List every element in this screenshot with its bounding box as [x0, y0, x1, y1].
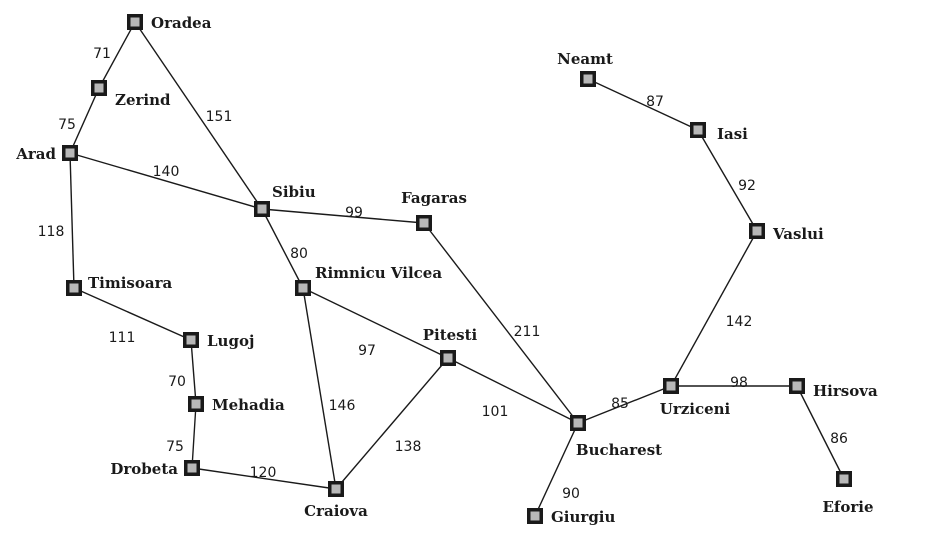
road-sibiu-rimnicu: [261, 208, 304, 289]
distance-label-arad-sibiu: 140: [153, 164, 180, 180]
road-edges: [69, 21, 845, 517]
city-label-pitesti: Pitesti: [423, 326, 478, 344]
distance-label-fagaras-bucharest: 211: [514, 324, 541, 340]
city-label-mehadia: Mehadia: [212, 396, 285, 414]
distance-label-oradea-zerind: 71: [93, 46, 111, 62]
road-oradea-zerind: [98, 21, 136, 89]
city-label-sibiu: Sibiu: [272, 183, 316, 201]
distance-label-drobeta-craiova: 120: [250, 465, 277, 481]
city-label-timisoara: Timisoara: [88, 274, 173, 292]
road-bucharest-urziceni: [577, 385, 672, 424]
city-node-eforie: [836, 471, 852, 487]
road-drobeta-craiova: [191, 467, 337, 490]
city-label-arad: Arad: [15, 145, 56, 163]
distance-label-lugoj-mehadia: 70: [168, 374, 186, 390]
road-urziceni-vaslui: [670, 230, 758, 387]
distance-labels: 71 75 151 140 118 99 80 111 70 75 120 97 146 138 101 21…: [38, 46, 848, 502]
road-oradea-sibiu: [134, 21, 263, 210]
road-rimnicu-pitesti: [302, 287, 449, 359]
city-label-rimnicu: Rimnicu Vilcea: [315, 264, 442, 282]
distance-label-rimnicu-craiova: 146: [329, 398, 356, 414]
distance-label-arad-timisoara: 118: [38, 224, 65, 240]
distance-label-sibiu-rimnicu: 80: [290, 246, 308, 262]
city-node-iasi: [690, 122, 706, 138]
road-craiova-pitesti: [335, 357, 449, 490]
road-pitesti-bucharest: [447, 357, 579, 424]
city-label-craiova: Craiova: [304, 502, 368, 520]
city-label-neamt: Neamt: [557, 50, 613, 68]
distance-label-zerind-arad: 75: [58, 117, 76, 133]
city-label-oradea: Oradea: [151, 14, 212, 32]
road-fagaras-bucharest: [423, 222, 579, 424]
distance-label-urziceni-vaslui: 142: [726, 314, 753, 330]
city-node-arad: [62, 145, 78, 161]
distance-label-bucharest-giurgiu: 90: [562, 486, 580, 502]
city-node-sibiu: [254, 201, 270, 217]
distance-label-hirsova-eforie: 86: [830, 431, 848, 447]
distance-label-rimnicu-pitesti: 97: [358, 343, 376, 359]
distance-label-urziceni-hirsova: 98: [730, 375, 748, 391]
road-timisoara-lugoj: [73, 287, 192, 341]
road-arad-sibiu: [69, 152, 263, 210]
city-label-drobeta: Drobeta: [110, 460, 178, 478]
distance-label-pitesti-bucharest: 101: [482, 404, 509, 420]
city-node-urziceni: [663, 378, 679, 394]
road-lugoj-mehadia: [190, 339, 197, 405]
city-node-drobeta: [184, 460, 200, 476]
road-vaslui-iasi: [697, 129, 758, 232]
road-mehadia-drobeta: [191, 403, 197, 469]
road-bucharest-giurgiu: [534, 422, 579, 517]
city-label-zerind: Zerind: [115, 91, 171, 109]
city-label-urziceni: Urziceni: [660, 400, 731, 418]
distance-label-craiova-pitesti: 138: [395, 439, 422, 455]
city-node-craiova: [328, 481, 344, 497]
road-sibiu-fagaras: [261, 208, 425, 224]
road-rimnicu-craiova: [302, 287, 337, 490]
city-node-fagaras: [416, 215, 432, 231]
city-node-lugoj: [183, 332, 199, 348]
city-node-bucharest: [570, 415, 586, 431]
city-node-hirsova: [789, 378, 805, 394]
city-node-zerind: [91, 80, 107, 96]
city-label-giurgiu: Giurgiu: [551, 508, 616, 526]
city-node-giurgiu: [527, 508, 543, 524]
city-label-fagaras: Fagaras: [401, 189, 467, 207]
road-iasi-neamt: [587, 78, 699, 131]
road-zerind-arad: [69, 87, 100, 154]
city-nodes: [62, 14, 852, 524]
city-node-neamt: [580, 71, 596, 87]
road-hirsova-eforie: [796, 385, 845, 480]
distance-label-bucharest-urziceni: 85: [611, 396, 629, 412]
city-label-eforie: Eforie: [822, 498, 873, 516]
city-node-rimnicu: [295, 280, 311, 296]
distance-label-vaslui-iasi: 92: [738, 178, 756, 194]
distance-label-mehadia-drobeta: 75: [166, 439, 184, 455]
city-node-vaslui: [749, 223, 765, 239]
city-label-iasi: Iasi: [717, 125, 748, 143]
city-label-lugoj: Lugoj: [207, 332, 254, 350]
city-node-timisoara: [66, 280, 82, 296]
city-label-hirsova: Hirsova: [813, 382, 878, 400]
city-node-pitesti: [440, 350, 456, 366]
distance-label-iasi-neamt: 87: [646, 94, 664, 110]
city-label-vaslui: Vaslui: [772, 225, 824, 243]
distance-label-sibiu-fagaras: 99: [345, 205, 363, 221]
distance-label-oradea-sibiu: 151: [206, 109, 233, 125]
city-node-oradea: [127, 14, 143, 30]
road-arad-timisoara: [69, 152, 75, 289]
distance-label-timisoara-lugoj: 111: [109, 330, 136, 346]
city-node-mehadia: [188, 396, 204, 412]
city-label-bucharest: Bucharest: [576, 441, 662, 459]
